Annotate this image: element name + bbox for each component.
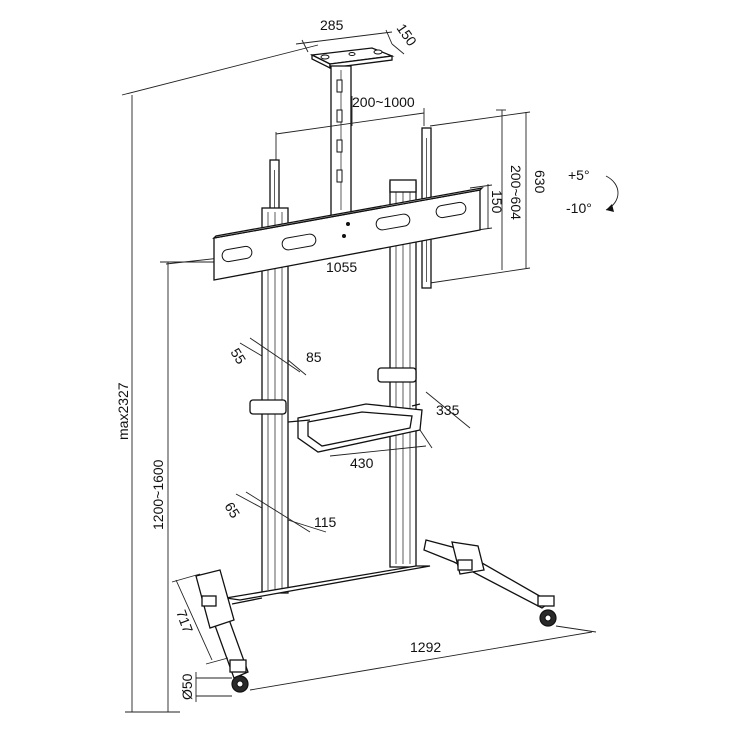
top-plate-depth-label: 150 bbox=[394, 21, 421, 49]
wheel-diameter-dimension: Ø50 bbox=[179, 672, 232, 702]
column-upper-a-label: 55 bbox=[227, 345, 249, 367]
tilt-up-label: +5° bbox=[568, 167, 590, 183]
bracket-inner-label: 150 bbox=[489, 190, 505, 214]
wheel-back-left bbox=[201, 595, 217, 607]
wheel-front-left bbox=[229, 659, 249, 693]
tilt-indicator: +5° -10° bbox=[566, 167, 619, 216]
column-lower-b-label: 115 bbox=[314, 514, 337, 530]
tilt-arrowhead-icon bbox=[606, 204, 614, 212]
column-lower-a-label: 65 bbox=[221, 499, 243, 521]
max-height-dimension: max2327 bbox=[115, 44, 319, 713]
column-lower-dimension: 65 115 bbox=[221, 491, 337, 533]
tv-horizontal-bracket bbox=[212, 186, 484, 281]
base-length-label: 1292 bbox=[410, 639, 441, 655]
wheel-front-right bbox=[537, 595, 557, 627]
column-upper-b-label: 85 bbox=[306, 349, 322, 365]
mount-height-label: 1200~1600 bbox=[150, 459, 166, 530]
wheel-back-right bbox=[457, 559, 473, 571]
vesa-vertical-label: 200~604 bbox=[508, 165, 524, 220]
column-upper-dimension: 55 85 bbox=[227, 337, 322, 376]
base-depth-label: 717 bbox=[173, 608, 196, 636]
bracket-width-label: 1055 bbox=[326, 259, 357, 275]
tilt-down-label: -10° bbox=[566, 200, 592, 216]
center-pole bbox=[330, 65, 353, 217]
shelf-depth-label: 335 bbox=[436, 402, 460, 418]
shelf-width-label: 430 bbox=[350, 455, 374, 471]
top-plate-width-label: 285 bbox=[320, 17, 344, 33]
wheel-diameter-label: Ø50 bbox=[179, 673, 195, 700]
base-length-dimension: 1292 bbox=[249, 625, 597, 691]
base-frame bbox=[195, 539, 552, 679]
bracket-inner-dimension: 150 bbox=[469, 184, 505, 232]
media-shelf bbox=[249, 367, 423, 453]
max-height-label: max2327 bbox=[115, 382, 131, 440]
bracket-span-label: 200~1000 bbox=[352, 94, 415, 110]
base-depth-dimension: 717 bbox=[171, 573, 229, 665]
bracket-span-dimension: 200~1000 bbox=[275, 94, 425, 160]
bracket-height-label: 630 bbox=[532, 170, 548, 194]
bracket-height-dimension: 630 200~604 bbox=[429, 109, 548, 284]
shelf-dimensions: 335 430 bbox=[329, 391, 471, 471]
top-camera-plate: 285 150 bbox=[295, 17, 421, 70]
mount-height-dimension: 1200~1600 bbox=[150, 261, 270, 712]
